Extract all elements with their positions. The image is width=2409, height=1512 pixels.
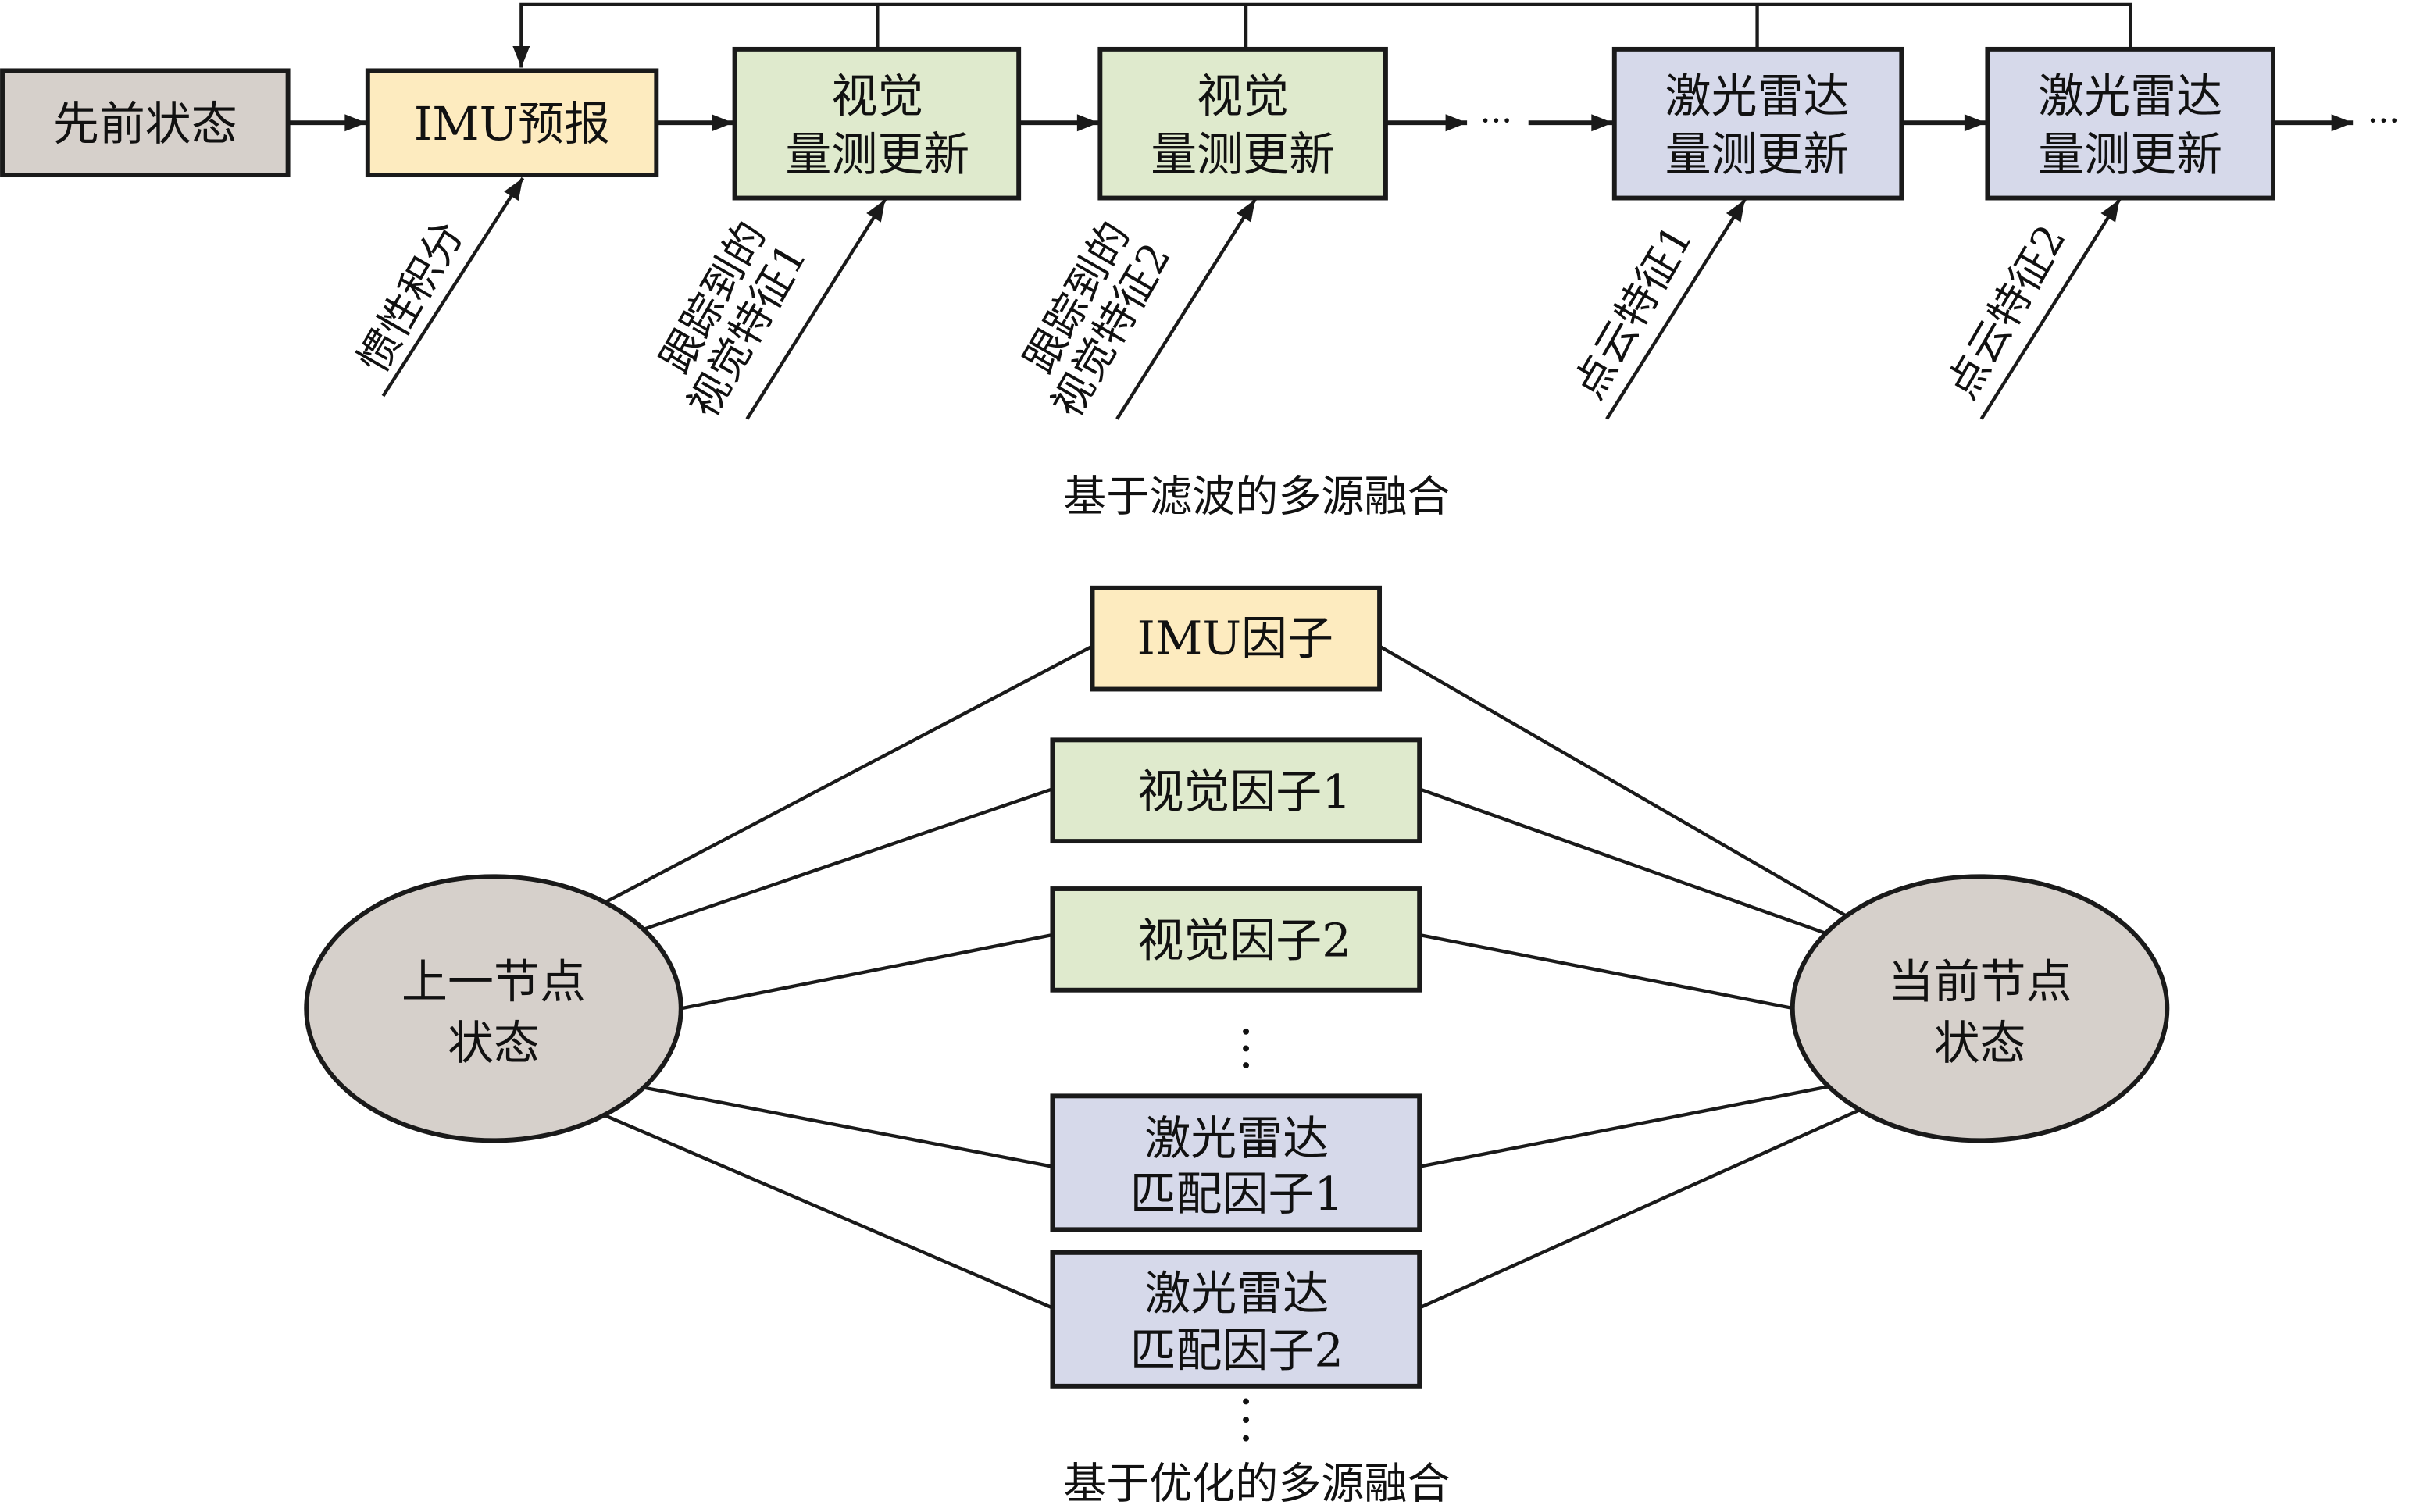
node-label: 激光雷达 xyxy=(1665,69,1850,123)
factor-edges xyxy=(583,644,1893,1310)
node-label: IMU预报 xyxy=(414,97,610,151)
node-visual-update-2: 视觉 量测更新 xyxy=(1097,46,1388,201)
node-label: 状态 xyxy=(448,1016,540,1070)
factor-label: 激光雷达 xyxy=(1144,1267,1329,1321)
input-label-inertial: 惯性积分 xyxy=(348,213,473,381)
node-shape xyxy=(1090,585,1383,692)
node-imu-predict: IMU预报 xyxy=(365,68,659,178)
node-shape xyxy=(1050,1093,1422,1232)
factor-lidar-2: 激光雷达 匹配因子2 xyxy=(1050,1250,1422,1389)
node-label: 视觉 xyxy=(1197,69,1289,123)
node-label: 先前状态 xyxy=(53,97,237,151)
factor-label: 匹配因子1 xyxy=(1130,1167,1344,1221)
node-shape xyxy=(1611,46,1904,201)
node-shape xyxy=(1050,886,1422,993)
node-current-state: 当前节点 状态 xyxy=(1790,874,2170,1143)
input-arrow-lidar-2 xyxy=(1979,198,2122,420)
node-shape xyxy=(365,68,659,178)
optimization-caption: 基于优化的多源融合 xyxy=(1063,1458,1450,1508)
node-label: 视觉 xyxy=(831,69,923,123)
node-shape xyxy=(1097,46,1388,201)
node-visual-update-1: 视觉 量测更新 xyxy=(732,46,1022,201)
factor-label: 视觉因子2 xyxy=(1137,913,1351,967)
node-shape xyxy=(732,46,1022,201)
node-label: 量测更新 xyxy=(2038,127,2222,181)
factor-label: 视觉因子1 xyxy=(1137,765,1351,818)
node-shape xyxy=(1790,874,2170,1143)
node-shape xyxy=(0,68,291,178)
vertical-ellipsis-2 xyxy=(1243,1398,1249,1442)
node-shape xyxy=(1050,737,1422,844)
factor-label: IMU因子 xyxy=(1137,611,1333,665)
input-arrow-inertial xyxy=(381,177,525,398)
factor-label: 激光雷达 xyxy=(1144,1111,1329,1165)
input-arrow-lidar-1 xyxy=(1605,198,1747,420)
ellipsis: ··· xyxy=(1480,102,1512,141)
feedback-line xyxy=(512,2,2132,68)
node-label: 量测更新 xyxy=(1151,127,1335,181)
input-label-visual-1: 跟踪到的 视觉特征1 xyxy=(651,213,816,425)
node-label: 当前节点 xyxy=(1888,955,2072,1009)
input-label-text: 惯性积分 xyxy=(348,213,473,381)
factor-visual-2: 视觉因子2 xyxy=(1050,886,1422,993)
factor-visual-1: 视觉因子1 xyxy=(1050,737,1422,844)
factor-label: 匹配因子2 xyxy=(1130,1323,1344,1377)
input-arrow-visual-1 xyxy=(745,198,887,420)
node-label: 激光雷达 xyxy=(2038,69,2222,123)
node-lidar-update-1: 激光雷达 量测更新 xyxy=(1611,46,1904,201)
input-label-visual-2: 跟踪到的 视觉特征2 xyxy=(1015,213,1180,425)
node-label: 上一节点 xyxy=(402,955,586,1009)
node-label: 状态 xyxy=(1934,1016,2026,1070)
factor-lidar-1: 激光雷达 匹配因子1 xyxy=(1050,1093,1422,1232)
node-shape xyxy=(304,874,683,1143)
filter-caption: 基于滤波的多源融合 xyxy=(1063,472,1450,522)
node-lidar-update-2: 激光雷达 量测更新 xyxy=(1985,46,2275,201)
node-shape xyxy=(1985,46,2275,201)
input-arrow-visual-2 xyxy=(1115,198,1257,420)
node-previous-state: 上一节点 状态 xyxy=(304,874,683,1143)
node-label: 量测更新 xyxy=(785,127,969,181)
ellipsis: ··· xyxy=(2368,102,2400,141)
node-prior-state: 先前状态 xyxy=(0,68,291,178)
node-label: 量测更新 xyxy=(1665,127,1850,181)
vertical-ellipsis-1 xyxy=(1243,1028,1249,1068)
filter-section: 先前状态 IMU预报 视觉 量测更新 视觉 量测更新 激光雷达 量测更新 激光雷… xyxy=(0,2,2400,522)
optimization-section: 上一节点 状态 当前节点 状态 IMU因子 视觉因子1 视觉因子2 激光雷达 xyxy=(304,585,2170,1508)
node-shape xyxy=(1050,1250,1422,1389)
factor-imu: IMU因子 xyxy=(1090,585,1383,692)
